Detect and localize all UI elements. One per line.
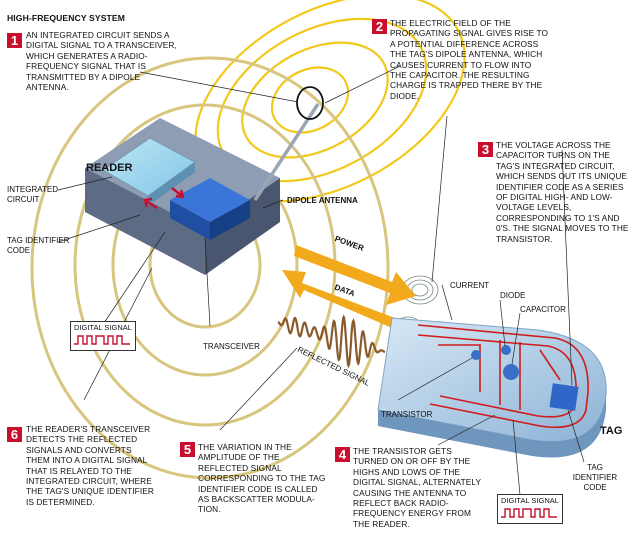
square-wave-icon [74,335,130,345]
transceiver-label: TRANSCEIVER [203,342,260,351]
leader-lines [57,65,585,496]
diode-label: DIODE [500,291,526,300]
reader-device [85,118,280,275]
reader-signal-arrows [143,187,185,210]
step-5-text: THE VARIATION IN THE AMPLITUDE OF THE RE… [198,442,326,515]
capacitor-label: CAPACITOR [520,305,566,314]
step-3-number: 3 [478,142,493,157]
step-2-text: THE ELECTRIC FIELD OF THE PROPAGATING SI… [390,18,549,101]
tag-identifier-code-label-right: TAG IDENTIFIER CODE [572,463,618,492]
square-wave-icon [501,508,557,518]
diagram-title: HIGH-FREQUENCY SYSTEM [7,13,125,23]
step-2-number: 2 [372,19,387,34]
reflected-signal-wave [277,314,386,369]
step-3-text: THE VOLTAGE ACROSS THE CAPACITOR TURNS O… [496,140,629,244]
power-arrow [294,245,416,305]
reader-dipole-antenna [253,86,324,201]
tag-identifier-code-label-left: TAG IDENTIFIER CODE [7,236,70,255]
step-1-text: AN INTEGRATED CIRCUIT SENDS A DIGITAL SI… [26,30,177,93]
step-1-number: 1 [7,33,22,48]
integrated-circuit-label: INTEGRATED CIRCUIT [7,185,58,204]
current-label: CURRENT [450,281,490,290]
digital-signal-label-left: DIGITAL SIGNAL [74,323,132,332]
tag-label: TAG [600,425,623,437]
step-5-number: 5 [180,442,195,457]
digital-signal-box-left: DIGITAL SIGNAL [70,321,136,351]
tag-body [377,317,607,458]
step-4-number: 4 [335,447,350,462]
transistor-label: TRANSISTOR [381,410,433,419]
step-4-text: THE TRANSISTOR GETS TURNED ON OR OFF BY … [353,446,481,529]
data-arrow [282,270,395,328]
step-6-text: THE READER'S TRANSCEIVER DETECTS THE REF… [26,424,154,507]
step-6-number: 6 [7,427,22,442]
digital-signal-label-right: DIGITAL SIGNAL [501,496,559,505]
digital-signal-box-right: DIGITAL SIGNAL [497,494,563,524]
dipole-antenna-label: DIPOLE ANTENNA [287,196,358,205]
reader-label: READER [86,162,133,174]
